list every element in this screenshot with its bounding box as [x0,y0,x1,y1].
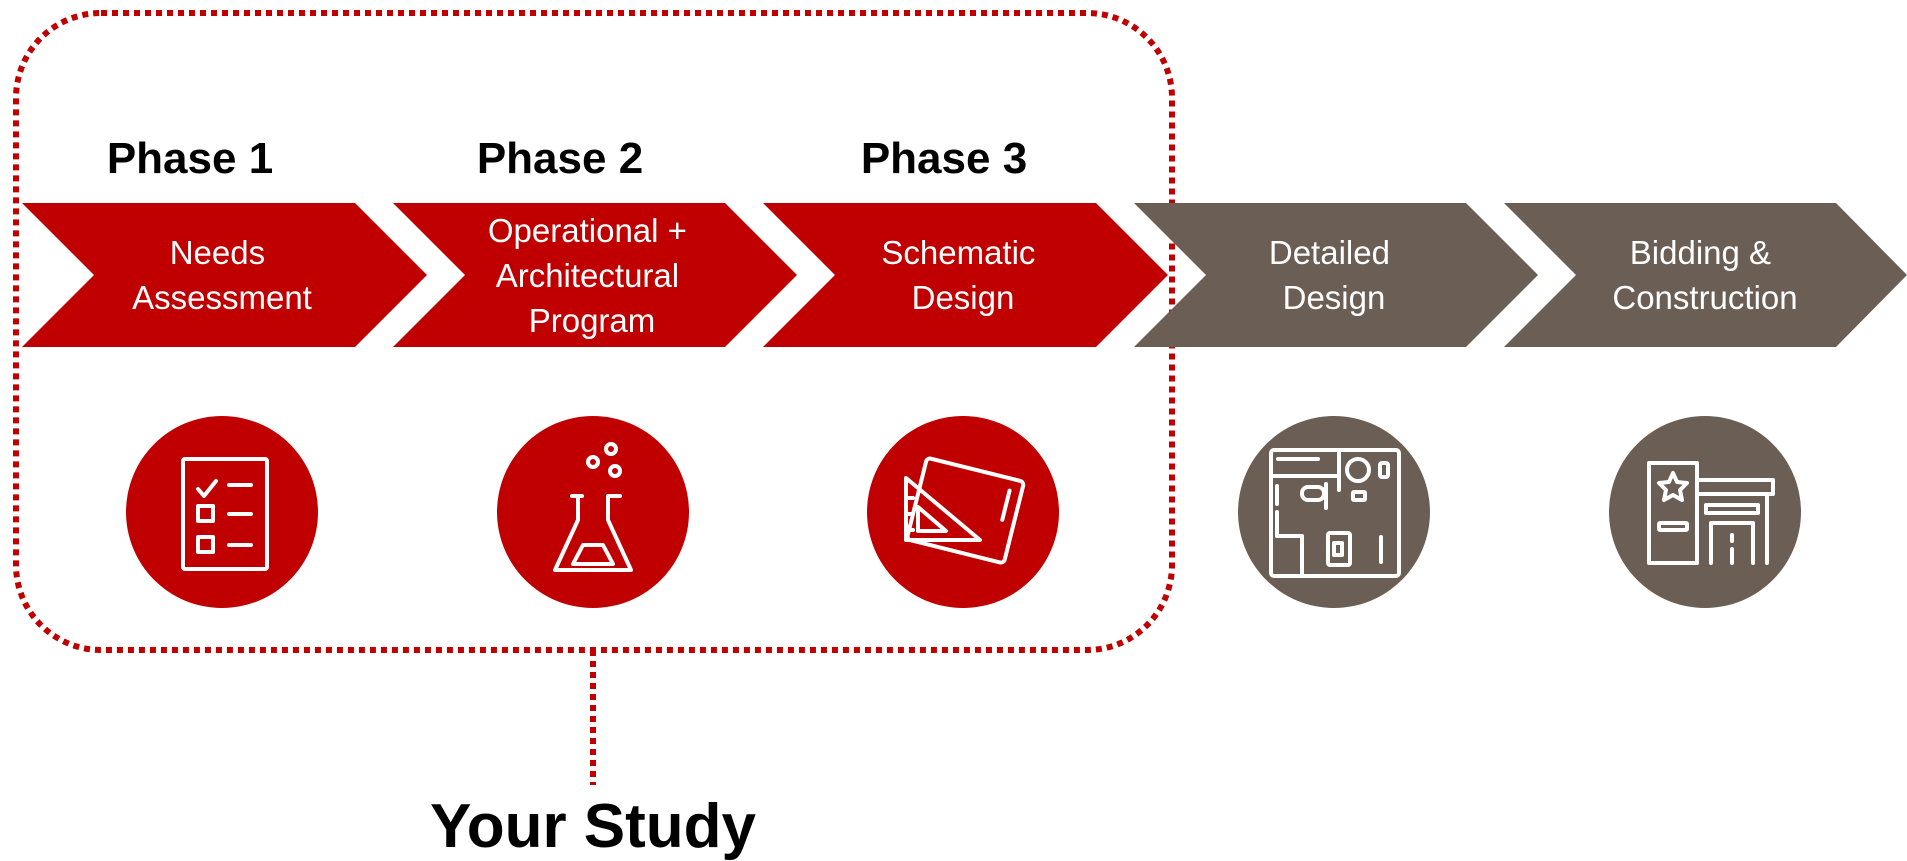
phase-2-label: Phase 2 [477,134,643,183]
floor-plan-icon [1238,416,1430,608]
step-1-chevron: Needs Assessment [22,203,427,347]
step-1-label: Needs Assessment [132,234,312,316]
step-4-chevron: Detailed Design [1134,203,1538,347]
phase-3-label: Phase 3 [861,134,1027,183]
step-4-label: Detailed Design [1269,234,1399,316]
your-study-label: Your Study [430,792,757,861]
flask-icon [497,416,689,608]
checklist-icon [126,416,318,608]
building-icon [1609,416,1801,608]
step-2-chevron: Operational + Architectural Program [393,203,797,347]
phase-1-label: Phase 1 [107,134,273,183]
step-5-label: Bidding & Construction [1612,234,1797,316]
step-5-chevron: Bidding & Construction [1504,203,1907,347]
step-2-label: Operational + Architectural Program [488,212,696,339]
step-3-chevron: Schematic Design [763,203,1168,347]
drafting-tools-icon [867,416,1059,608]
step-3-label: Schematic Design [881,234,1044,316]
